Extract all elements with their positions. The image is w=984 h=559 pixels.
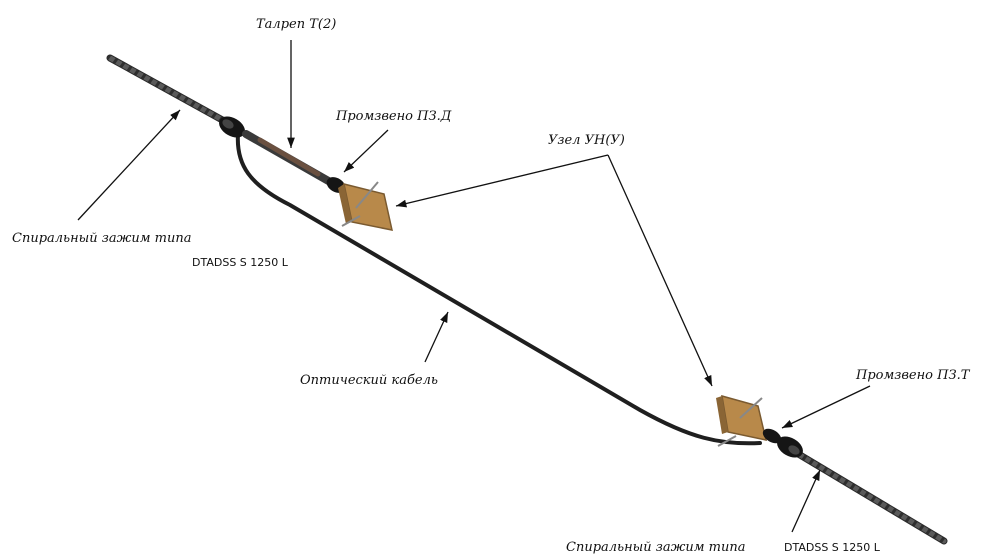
arrow-spiral-top (77, 109, 181, 221)
top-conductor (106, 54, 230, 126)
spiral-clamp-bottom-label: Спиральный зажим типа (566, 540, 746, 555)
node-un-label: Узел УН(У) (548, 133, 625, 148)
optical-cable (235, 132, 762, 446)
spiral-clamp-top-code: DTADSS S 1250 L (192, 256, 288, 269)
spiral-clamp-bottom-code: DTADSS S 1250 L (784, 541, 880, 554)
optical-cable-label: Оптический кабель (300, 373, 438, 388)
arrow-spiral-bottom (791, 469, 821, 533)
link-pzd-label: Промзвено ПЗ.Д (336, 109, 452, 124)
upper-node-bracket (326, 177, 393, 231)
lower-node-bracket (716, 394, 782, 447)
leader-arrows (77, 40, 871, 533)
arrow-link-pzt (781, 385, 871, 429)
turnbuckle (242, 130, 336, 187)
arrow-node-lower (607, 154, 713, 387)
bottom-conductor (791, 448, 948, 545)
arrow-optical-cable (424, 311, 449, 363)
upper-spiral-clamp (219, 116, 245, 138)
lower-spiral-clamp (777, 436, 803, 458)
arrow-link-pzd (343, 129, 389, 173)
link-pzt-label: Промзвено ПЗ.Т (856, 368, 970, 383)
arrow-node-upper (395, 154, 609, 208)
spiral-clamp-top-label: Спиральный зажим типа (12, 231, 192, 246)
turnbuckle-label: Талреп Т(2) (256, 17, 337, 32)
